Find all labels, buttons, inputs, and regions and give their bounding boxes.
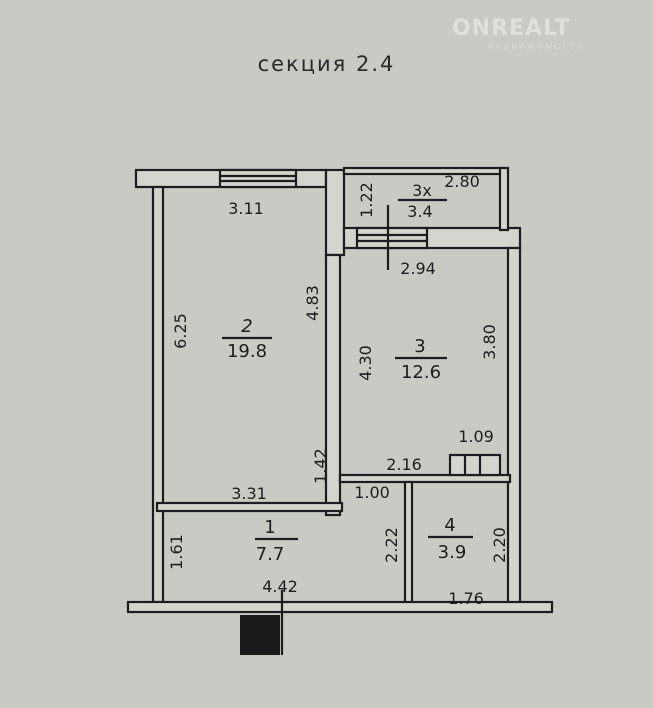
room-3x-label: 3х 3.4 [398,181,447,221]
svg-text:3.4: 3.4 [407,202,432,221]
svg-text:3.9: 3.9 [438,542,467,563]
svg-text:1: 1 [264,517,275,538]
svg-text:3.11: 3.11 [228,199,264,218]
svg-text:1.00: 1.00 [354,483,390,502]
watermark-tagline: НЕДВИЖИМОСТЬ [488,42,585,51]
svg-text:1.42: 1.42 [311,448,330,484]
svg-text:3.80: 3.80 [480,324,499,360]
svg-text:12.6: 12.6 [401,362,441,383]
svg-text:7.7: 7.7 [256,544,285,565]
ventilation-shaft [448,453,502,477]
svg-text:2.22: 2.22 [382,527,401,563]
svg-text:3.31: 3.31 [231,484,267,503]
svg-text:1.61: 1.61 [167,534,186,570]
room-4-label: 4 3.9 [428,515,473,563]
svg-text:2.80: 2.80 [444,172,480,191]
walls [126,166,554,614]
section-title: секция 2.4 [257,52,396,76]
svg-text:4.83: 4.83 [303,285,322,321]
svg-text:3х: 3х [412,181,432,200]
svg-text:1.09: 1.09 [458,427,494,446]
room-2-label: 2 19.8 [222,316,272,362]
entrance-marker [240,615,280,655]
svg-text:1.22: 1.22 [357,182,376,218]
dimensions: 3.11 6.25 4.83 1.42 3.31 1.22 2.80 2.94 … [167,172,509,608]
svg-text:2.20: 2.20 [490,527,509,563]
svg-text:2: 2 [241,316,252,337]
window [218,168,298,189]
svg-text:4.30: 4.30 [356,345,375,381]
room-1-label: 1 7.7 [255,517,298,565]
windows [218,168,502,655]
room-3-label: 3 12.6 [395,336,447,383]
svg-text:4.42: 4.42 [262,577,298,596]
watermark-logo: ONREALT [452,16,571,41]
window [355,226,429,250]
svg-text:3: 3 [414,336,425,357]
svg-text:4: 4 [444,515,455,536]
svg-text:6.25: 6.25 [171,313,190,349]
svg-text:1.76: 1.76 [448,589,484,608]
svg-text:2.16: 2.16 [386,455,422,474]
svg-text:19.8: 19.8 [227,341,267,362]
svg-text:2.94: 2.94 [400,259,436,278]
